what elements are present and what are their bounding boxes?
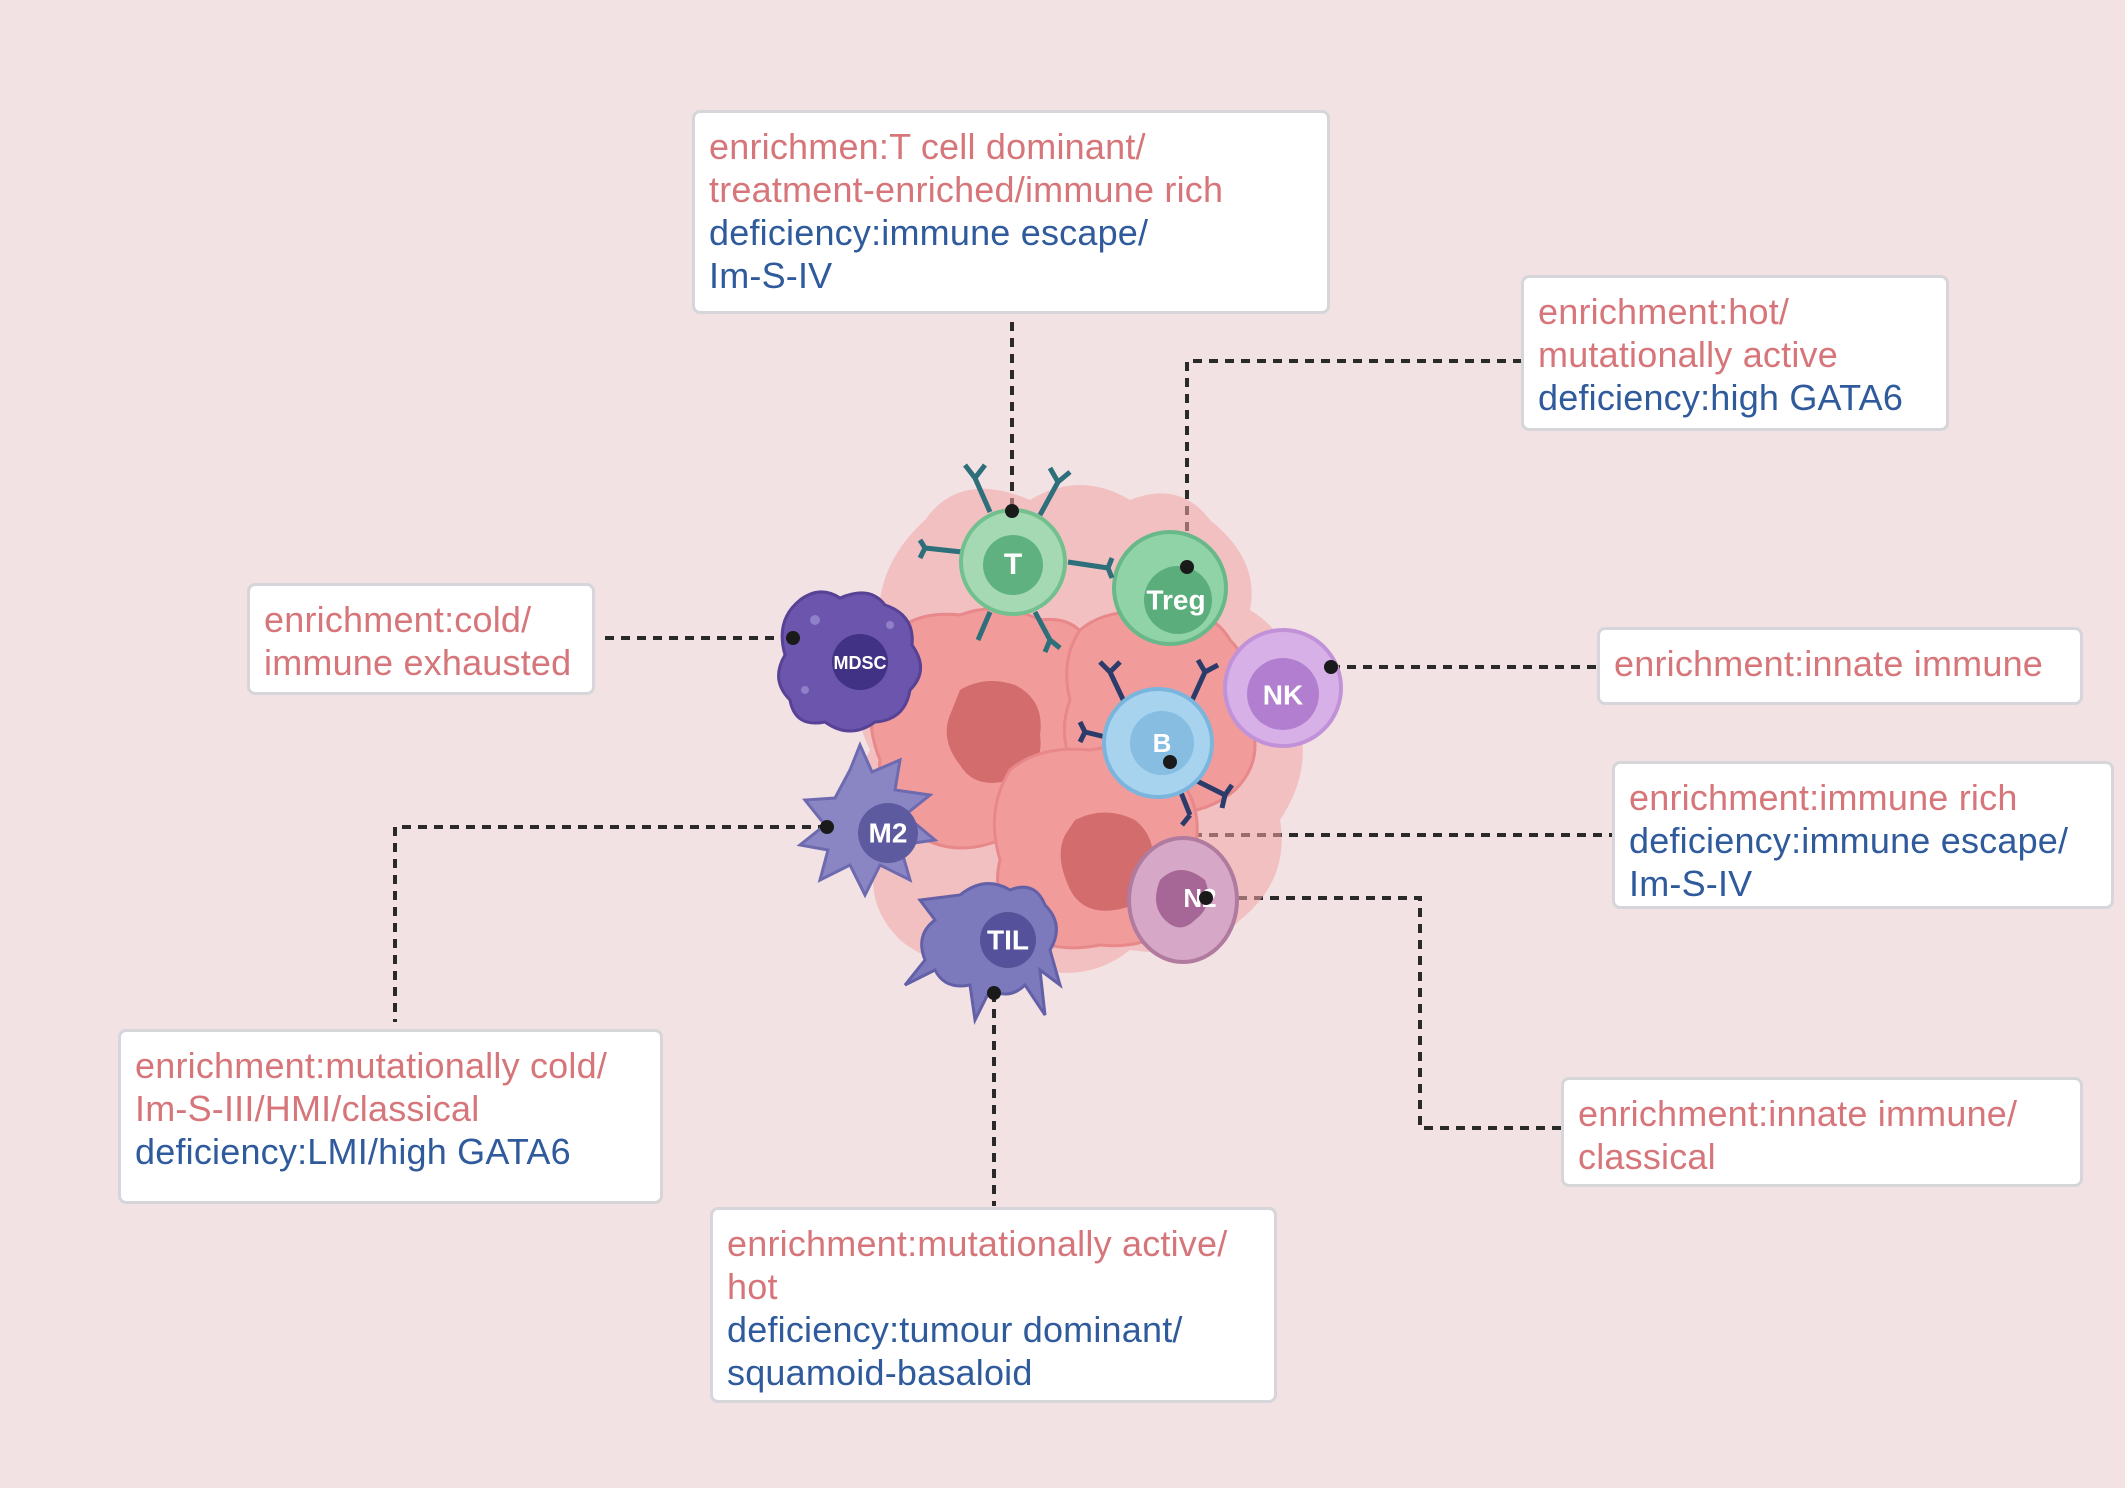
enrichment-text: enrichmen:T cell dominant/ (709, 126, 1146, 167)
annotation-box-n2: enrichment:innate immune/classical (1561, 1077, 2083, 1187)
treg-cell-label: Treg (1146, 584, 1205, 615)
deficiency-text: Im-S-IV (1629, 863, 1753, 904)
annotation-box-nk: enrichment:innate immune (1597, 627, 2083, 705)
mdsc-cell: MDSC (777, 590, 922, 733)
enrichment-text: enrichment:immune rich (1629, 777, 2018, 818)
mdsc-cell-label: MDSC (834, 653, 887, 673)
enrichment-text: mutationally active (1538, 334, 1838, 375)
enrichment-text: enrichment:mutationally cold/ (135, 1045, 608, 1086)
anchor-dot-mdsc (786, 631, 800, 645)
deficiency-text: deficiency:high GATA6 (1538, 377, 1904, 418)
deficiency-text: Im-S-IV (709, 255, 833, 296)
deficiency-text: deficiency:immune escape/ (1629, 820, 2069, 861)
b-cell-antibodies (1077, 658, 1235, 827)
n2-cell: N2 (1127, 836, 1239, 964)
anchor-dot-t (1005, 504, 1019, 518)
enrichment-text: hot (727, 1266, 778, 1307)
enrichment-text: enrichment:hot/ (1538, 291, 1790, 332)
treg-cell: Treg (1112, 530, 1228, 646)
deficiency-text: deficiency:tumour dominant/ (727, 1309, 1183, 1350)
t-cell: T (917, 463, 1115, 653)
deficiency-text: squamoid-basaloid (727, 1352, 1033, 1393)
anchor-dot-n2 (1199, 891, 1213, 905)
annotation-box-mdsc: enrichment:cold/immune exhausted (247, 583, 595, 695)
anchor-dot-til (987, 986, 1001, 1000)
enrichment-text: Im-S-III/HMI/classical (135, 1088, 480, 1129)
anchor-dot-b (1163, 755, 1177, 769)
nk-cell-label: NK (1263, 679, 1303, 710)
anchor-dot-m2 (820, 820, 834, 834)
nk-cell: NK (1223, 628, 1343, 748)
til-cell: TIL (903, 882, 1063, 1025)
annotation-box-m2: enrichment:mutationally cold/Im-S-III/HM… (118, 1029, 663, 1204)
anchor-dot-treg (1180, 560, 1194, 574)
anchor-dot-nk (1324, 660, 1338, 674)
b-cell: B (1077, 658, 1235, 827)
enrichment-text: enrichment:mutationally active/ (727, 1223, 1228, 1264)
antibody-icons (917, 463, 1115, 653)
b-cell-label: B (1153, 728, 1172, 758)
enrichment-text: immune exhausted (264, 642, 572, 683)
enrichment-text: classical (1578, 1136, 1716, 1177)
connector-treg (1185, 359, 1522, 567)
nucleus-upper-left (946, 681, 1041, 783)
enrichment-text: enrichment:innate immune (1614, 643, 2044, 684)
enrichment-text: enrichment:innate immune/ (1578, 1093, 2018, 1134)
annotation-box-t-cell: enrichmen:T cell dominant/treatment-enri… (692, 110, 1330, 314)
connector-m2 (393, 825, 827, 1022)
anchor-dots (786, 504, 1338, 1000)
m2-cell-label: M2 (869, 817, 908, 848)
connector-n2 (1206, 896, 1563, 1130)
t-cell-label: T (1004, 548, 1022, 581)
enrichment-text: treatment-enriched/immune rich (709, 169, 1224, 210)
deficiency-text: deficiency:immune escape/ (709, 212, 1149, 253)
enrichment-text: enrichment:cold/ (264, 599, 532, 640)
til-cell-label: TIL (987, 924, 1029, 955)
deficiency-text: deficiency:LMI/high GATA6 (135, 1131, 571, 1172)
